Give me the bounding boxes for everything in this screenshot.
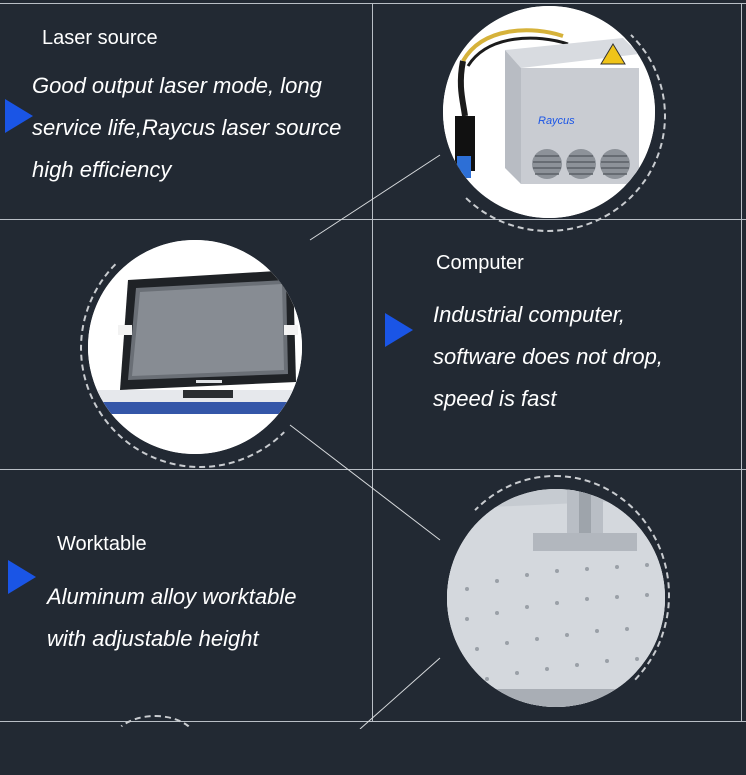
play-arrow-icon (5, 99, 33, 133)
description-line: high efficiency (32, 157, 172, 182)
play-arrow-icon (385, 313, 413, 347)
connector-line (309, 154, 441, 241)
worktable-description: Aluminum alloy worktable with adjustable… (47, 576, 296, 660)
description-line: service life,Raycus laser source (32, 115, 342, 140)
laser-source-image: Raycus (443, 6, 655, 218)
description-line: Industrial computer, (433, 302, 625, 327)
connector-lines (289, 154, 441, 729)
connector-line (359, 657, 441, 729)
computer-image (88, 240, 302, 454)
description-line: with adjustable height (47, 626, 259, 651)
description-line: Good output laser mode, long (32, 73, 322, 98)
laser-source-title: Laser source (42, 27, 158, 49)
feature-panel: Laser source Good output laser mode, lon… (0, 0, 746, 729)
monitor-icon (88, 240, 302, 454)
worktable-title: Worktable (57, 533, 147, 555)
description-line: Aluminum alloy worktable (47, 584, 297, 609)
computer-description: Industrial computer, software does not d… (433, 294, 663, 420)
laser-source-icon: Raycus (443, 6, 655, 218)
divider (0, 219, 746, 220)
computer-title: Computer (436, 252, 524, 274)
worktable-icon (447, 489, 665, 707)
description-line: software does not drop, (433, 344, 663, 369)
dashed-ring (430, 0, 666, 232)
dashed-ring (80, 228, 320, 468)
worktable-image (447, 489, 665, 707)
divider (0, 469, 746, 470)
dashed-ring (110, 715, 200, 775)
divider (372, 3, 373, 721)
divider (0, 3, 746, 4)
laser-source-description: Good output laser mode, long service lif… (32, 65, 341, 191)
play-arrow-icon (8, 560, 36, 594)
brand-label: Raycus (538, 115, 575, 127)
divider (741, 3, 742, 721)
description-line: speed is fast (433, 386, 557, 411)
divider (0, 721, 746, 722)
dashed-ring (440, 475, 670, 715)
connector-line (289, 424, 441, 541)
